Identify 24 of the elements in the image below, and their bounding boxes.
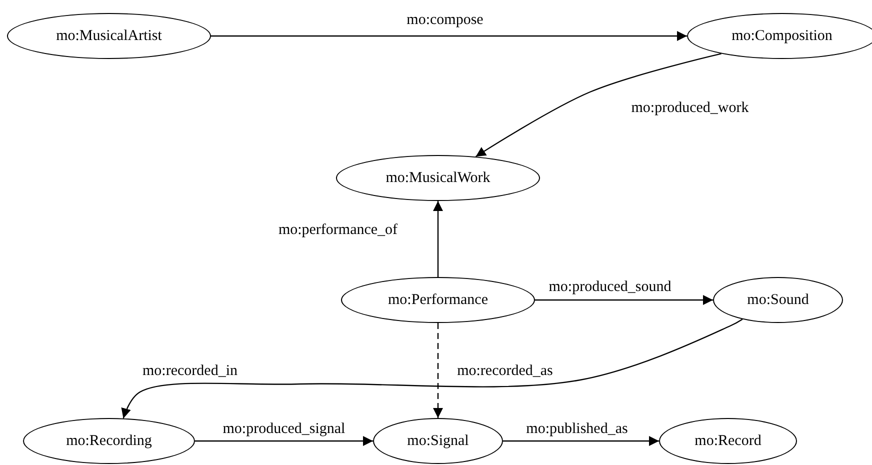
arrow (121, 318, 743, 419)
arrow (433, 201, 443, 277)
edge-label: mo:produced_work (630, 100, 750, 116)
node-label: mo:MusicalWork (386, 170, 490, 186)
arrow (475, 53, 722, 158)
node-label: mo:MusicalArtist (56, 28, 162, 44)
arrow (433, 323, 443, 418)
node-label: mo:Sound (747, 292, 809, 308)
arrow (211, 31, 687, 41)
node-label: mo:Signal (407, 432, 469, 450)
ellipse-node (687, 13, 872, 59)
edge-label: mo:produced_signal (222, 421, 346, 437)
node-label: mo:Record (694, 432, 762, 450)
edge-label: mo:recorded_as (456, 363, 554, 379)
arrow (535, 295, 713, 305)
edge-label: mo:recorded_in (142, 363, 238, 379)
arrow (503, 436, 659, 446)
edge-label: mo:produced_sound (548, 279, 672, 295)
edge-label: mo:published_as (525, 421, 629, 437)
node-label: mo:Recording (66, 432, 152, 450)
edge-label: mo:performance_of (277, 222, 399, 238)
node-label: mo:Performance (388, 292, 488, 308)
node-label: mo:Composition (732, 28, 832, 44)
arrow (195, 436, 373, 446)
